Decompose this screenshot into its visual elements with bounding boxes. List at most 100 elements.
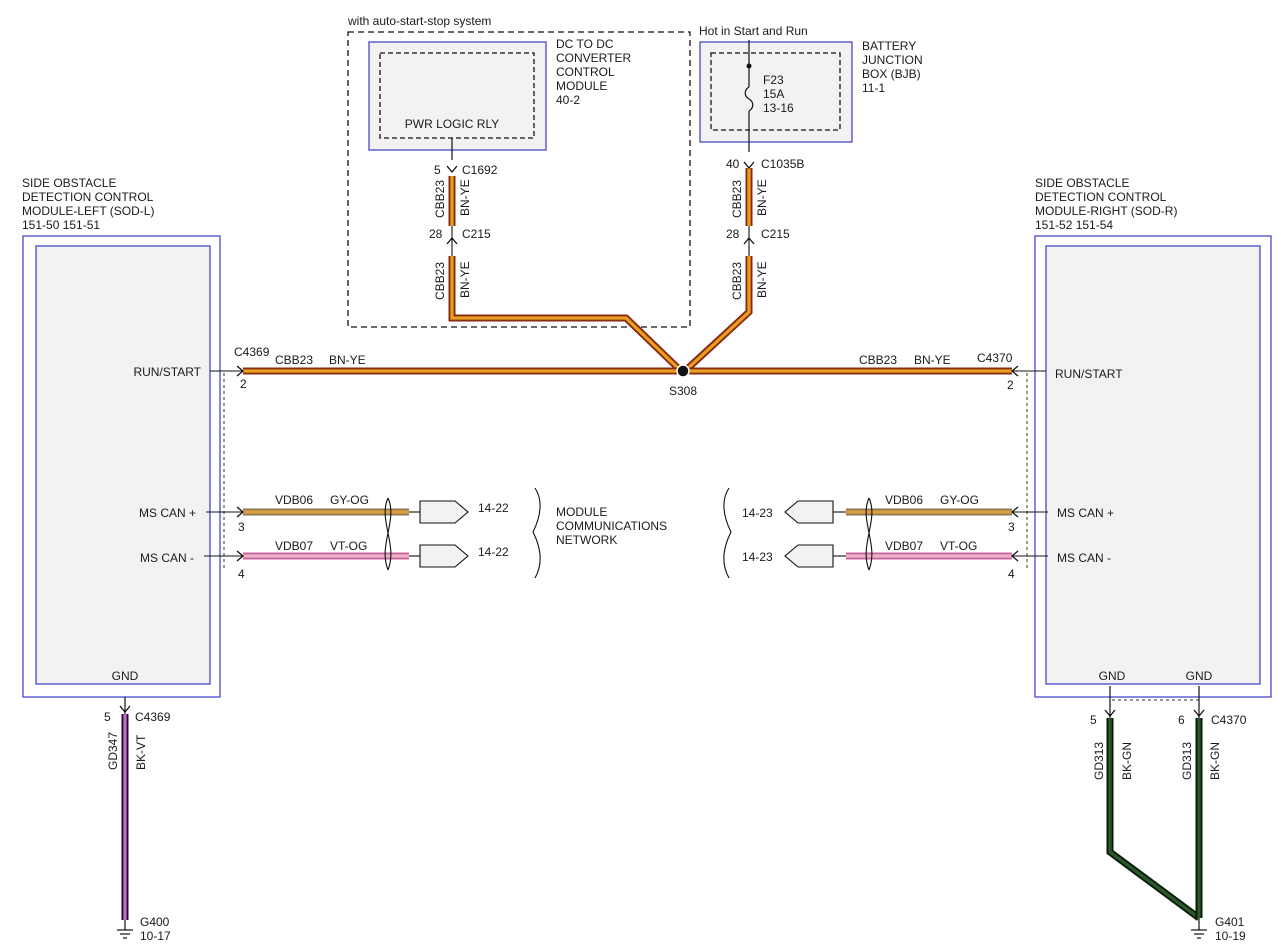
bjb-ref: 11-1 [862,81,885,95]
ground-g400-ref: 10-17 [140,929,171,943]
ground-g401-label: G401 [1215,915,1245,929]
gnd-right-1-pin: 5 [1090,713,1097,727]
network-flag-left-lower [419,544,469,568]
wire-gnd-right-1-stripe [1108,718,1200,920]
network-label-line1: MODULE [556,505,607,519]
sod-left-pin-ms-can-minus: MS CAN - [140,551,194,565]
pin-stubs [204,370,1048,557]
wire-dcdc-lower [452,256,680,370]
gnd-left-color: BK-VT [134,734,148,770]
sod-right-module: SIDE OBSTACLE DETECTION CONTROL MODULE-R… [1034,176,1272,698]
sod-left-title-line2: DETECTION CONTROL [22,190,154,204]
sod-right-outer-box [1034,235,1272,698]
wire-bjb-lower-stripe [684,256,751,372]
chevron-gnd-right-2 [1193,709,1205,718]
c215-left-pin: 28 [429,227,443,241]
dcdc-title-line3: CONTROL [556,65,615,79]
run-right-pin: 2 [1007,378,1014,392]
connector-brackets [223,373,1199,701]
battery-junction-box: Hot in Start and Run BATTERY JUNCTION BO… [699,24,923,152]
chevron-gnd-right-1 [1104,709,1116,718]
fuse-f23-icon [744,86,754,112]
chevron-right-run [1010,365,1019,377]
sod-left-title-line1: SIDE OBSTACLE [22,176,116,190]
chevron-right-can-minus [1010,550,1019,562]
sod-left-pin-run-start: RUN/START [133,365,201,379]
gnd-left-pin: 5 [104,710,111,724]
dcdc-upper-color: BN-YE [458,179,472,216]
gnd-right-2-connector: C4370 [1211,713,1247,727]
gnd-right-1-color: BK-GN [1120,742,1134,780]
c1692-label: C1692 [462,163,498,177]
network-label-line3: NETWORK [556,533,617,547]
c1692-pin: 5 [434,163,441,177]
can-plus-right-color: GY-OG [940,493,979,507]
ground-symbols [117,918,1207,939]
run-left-color: BN-YE [329,353,366,367]
sod-right-pin-ms-can-plus: MS CAN + [1057,506,1114,520]
gnd-right-2-circuit: GD313 [1180,742,1194,780]
chevron-gnd-left [119,705,131,714]
bn-ye-wires [243,168,1012,375]
sod-right-title-line3: MODULE-RIGHT (SOD-R) [1035,204,1177,218]
sod-left-pin-ms-can-plus: MS CAN + [139,506,196,520]
sod-right-pin-ms-can-minus: MS CAN - [1057,551,1111,565]
bjb-box [699,41,853,143]
brace-left [532,487,541,579]
splice-s308-label: S308 [669,384,697,398]
can-plus-right-circuit: VDB06 [885,493,923,507]
network-braces [532,487,732,579]
bjb-inner-dashed-box [710,52,841,131]
fuse-amps-label: 15A [763,87,784,101]
bjb-upper-color: BN-YE [755,179,769,216]
sod-right-refs: 151-52 151-54 [1035,218,1113,232]
ground-wires [121,686,1203,921]
sod-left-title-line3: MODULE-LEFT (SOD-L) [22,204,154,218]
brace-right [723,487,732,579]
twist-left-b [384,497,392,571]
fuse-f23-label: F23 [763,73,784,87]
network-flag-left-upper [419,500,469,524]
hot-in-start-run-label: Hot in Start and Run [699,24,808,38]
can-minus-right-circuit: VDB07 [885,539,923,553]
chevron-left-run [236,365,245,377]
run-right-color: BN-YE [914,353,951,367]
sod-right-title-line2: DETECTION CONTROL [1035,190,1167,204]
sod-right-title-line1: SIDE OBSTACLE [1035,176,1129,190]
splice-s308-dot [676,364,690,378]
dcdc-upper-circuit: CBB23 [433,180,447,218]
network-flag-right-upper [784,500,834,524]
can-minus-left-pin: 4 [238,567,245,581]
auto-start-stop-option-box [347,31,691,328]
can-plus-left-color: GY-OG [330,493,369,507]
pwr-logic-relay-label: PWR LOGIC RLY [405,117,499,131]
network-flag-right-lower [784,544,834,568]
dcdc-title-line2: CONVERTER [556,51,631,65]
wire-dcdc-lower-stripe [450,256,682,372]
pwr-logic-relay-box [379,52,535,139]
can-minus-right-color: VT-OG [940,539,977,553]
bjb-upper-circuit: CBB23 [730,180,744,218]
sod-left-inner-box [35,245,211,685]
chevron-left-can-plus [236,506,245,518]
can-plus-right-ref: 14-23 [742,506,773,520]
run-left-circuit: CBB23 [275,353,313,367]
bjb-lower-circuit: CBB23 [730,262,744,300]
fuse-ref-label: 13-16 [763,101,794,115]
can-plus-left-pin: 3 [238,520,245,534]
gnd-right-2-color: BK-GN [1208,742,1222,780]
sod-left-refs: 151-50 151-51 [22,218,100,232]
twist-right-b [865,497,873,571]
chevron-c1692 [446,165,458,174]
bjb-title-line3: BOX (BJB) [862,67,921,81]
sod-left-module: SIDE OBSTACLE DETECTION CONTROL MODULE-L… [22,176,221,698]
sod-left-outer-box [22,235,221,698]
dcdc-module-box [368,41,547,151]
dcdc-converter-module: with auto-start-stop system PWR LOGIC RL… [347,14,691,328]
dcdc-lower-color: BN-YE [458,261,472,298]
run-left-connector: C4369 [234,345,270,359]
network-label-line2: COMMUNICATIONS [556,519,667,533]
twisted-pair-markers [384,497,873,571]
gnd-right-2-pin: 6 [1178,713,1185,727]
sod-right-pin-gnd-1: GND [1099,669,1126,683]
